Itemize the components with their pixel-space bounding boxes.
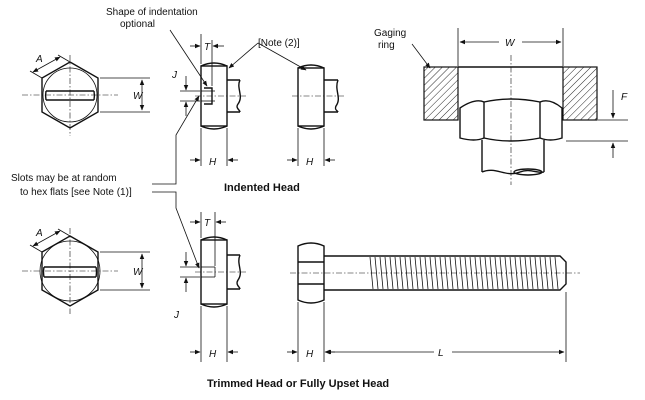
shape-note-line1: Shape of indentation bbox=[106, 7, 198, 18]
trimmed-head-caption: Trimmed Head or Fully Upset Head bbox=[207, 378, 389, 390]
indented-head-caption: Indented Head bbox=[224, 182, 300, 194]
dim-t-indented: T bbox=[204, 42, 211, 53]
dim-w-top-left: W bbox=[133, 91, 144, 102]
dim-f-gaging: F bbox=[621, 92, 628, 103]
bottom-hex-end-view bbox=[22, 228, 150, 314]
note2-leaders bbox=[228, 42, 307, 71]
shape-note-leader bbox=[169, 29, 208, 87]
gaging-ring-label-1: Gaging bbox=[374, 28, 406, 39]
dim-w-bottom-left: W bbox=[133, 267, 144, 278]
trimmed-head-side-view bbox=[180, 212, 246, 362]
slots-note-line2: to hex flats [see Note (1)] bbox=[20, 187, 132, 198]
dim-a-bottom: A bbox=[35, 228, 43, 239]
dim-j-trimmed: J bbox=[173, 310, 180, 321]
indented-head-side-view bbox=[180, 34, 246, 166]
dim-t-trimmed: T bbox=[204, 218, 211, 229]
slots-note-leaders bbox=[152, 95, 200, 269]
dim-h-bolt: H bbox=[306, 349, 314, 360]
top-hex-end-view bbox=[22, 54, 150, 136]
slots-note-line1: Slots may be at random bbox=[11, 173, 117, 184]
gaging-ring-view bbox=[423, 28, 628, 185]
shape-note-line2: optional bbox=[120, 19, 155, 30]
dim-w-gaging: W bbox=[505, 38, 516, 49]
note2-label: [Note (2)] bbox=[258, 38, 300, 49]
dim-h-trimmed: H bbox=[209, 349, 217, 360]
full-bolt-side-view bbox=[287, 242, 580, 362]
dim-a-top: A bbox=[35, 54, 43, 65]
dim-l-bolt: L bbox=[438, 348, 444, 359]
dim-h-indented: H bbox=[209, 157, 217, 168]
gaging-ring-leader bbox=[411, 43, 431, 69]
dim-j-indented: J bbox=[171, 70, 178, 81]
dim-h-alternate: H bbox=[306, 157, 314, 168]
gaging-ring-label-2: ring bbox=[378, 40, 395, 51]
alternate-head-side-view bbox=[287, 64, 344, 166]
